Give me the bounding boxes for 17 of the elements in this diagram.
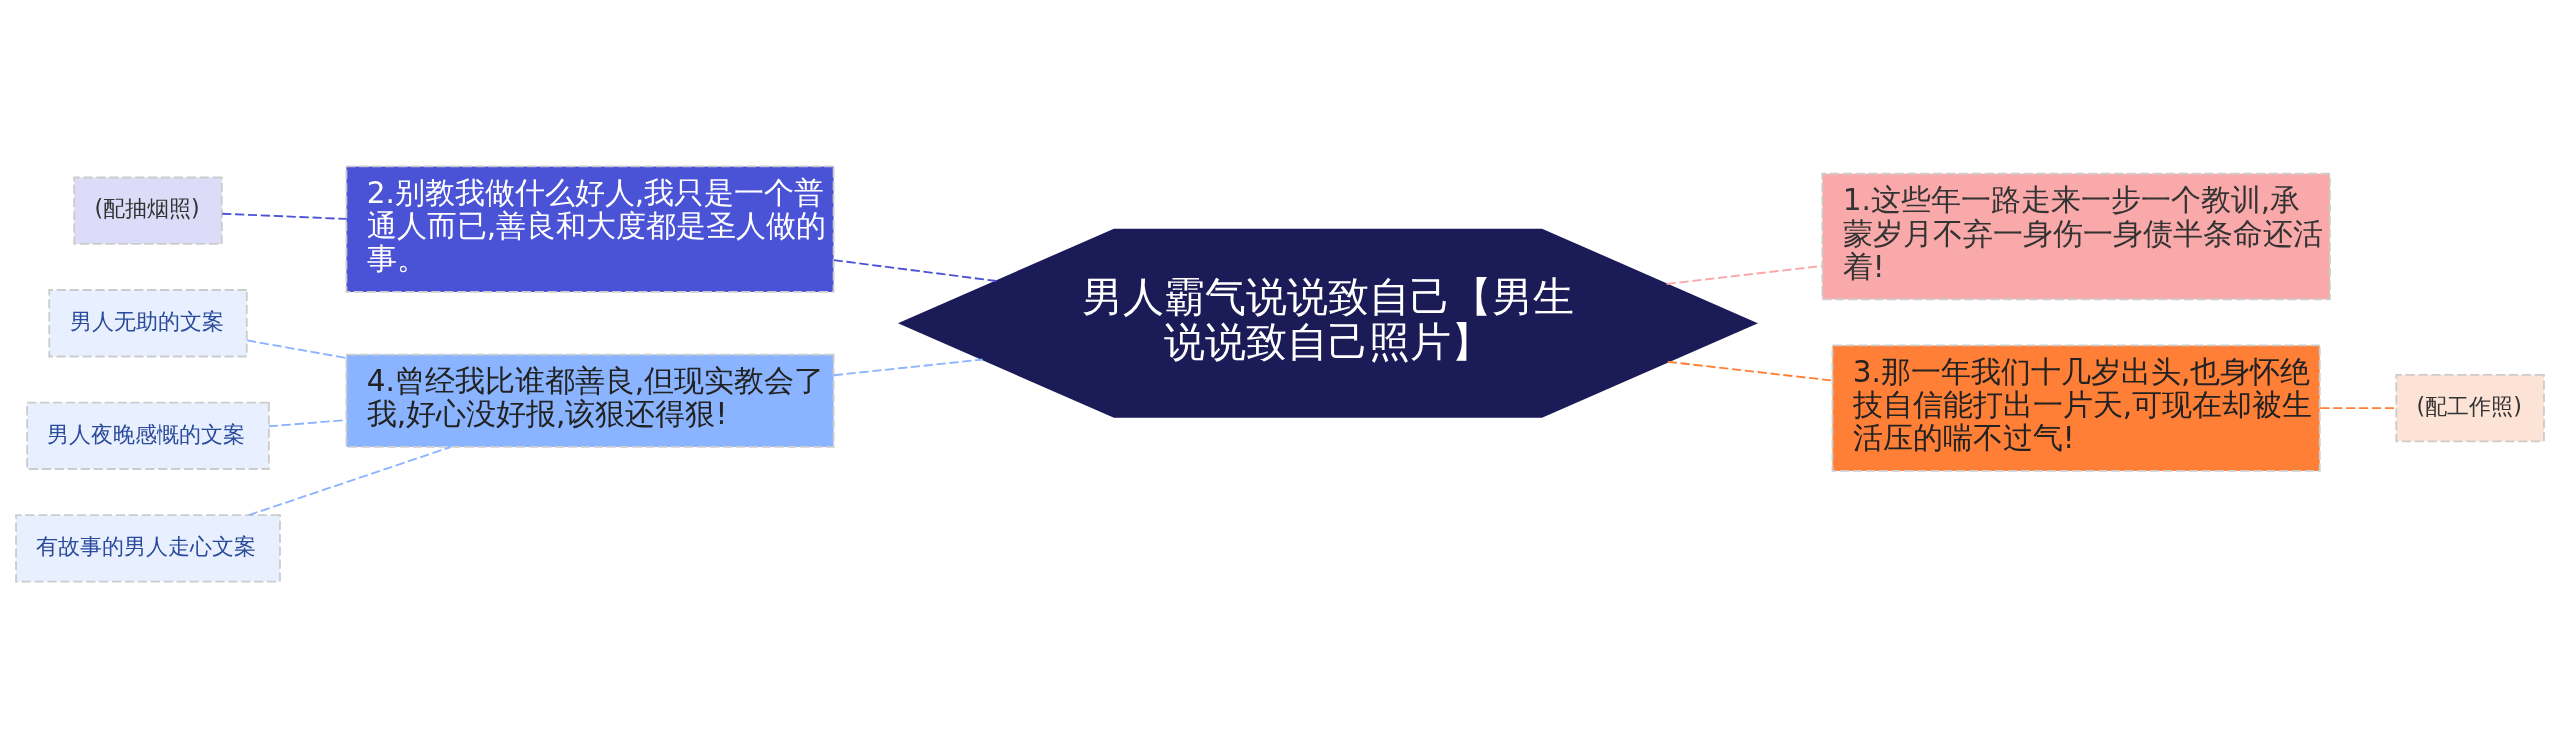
connector	[1665, 264, 1823, 285]
node-box: 4.曾经我比谁都善良,但现实教会了我,好心没好报,该狠还得狠!	[345, 353, 835, 448]
node-box: 1.这些年一路走来一步一个教训,承蒙岁月不弃一身伤一身债半条命还活着!	[1821, 172, 2331, 300]
node-box: 有故事的男人走心文案	[15, 513, 281, 583]
node-box: (配工作照)	[2395, 373, 2545, 442]
node-box: (配抽烟照)	[73, 176, 223, 245]
connector	[221, 212, 348, 220]
connector	[1666, 360, 1834, 381]
node-box: 男人夜晚感慨的文案	[26, 401, 270, 470]
connector	[832, 358, 984, 376]
node-box: 男人无助的文案	[48, 288, 248, 357]
connector	[247, 445, 452, 516]
node-box: 3.那一年我们十几岁出头,也身怀绝技自信能打出一片天,可现在却被生活压的喘不过气!	[1831, 343, 2321, 472]
connector	[832, 258, 998, 282]
connector	[246, 339, 347, 359]
connector	[2319, 406, 2397, 409]
node-box: 2.别教我做什么好人,我只是一个普通人而已,善良和大度都是圣人做的事。	[345, 164, 835, 293]
